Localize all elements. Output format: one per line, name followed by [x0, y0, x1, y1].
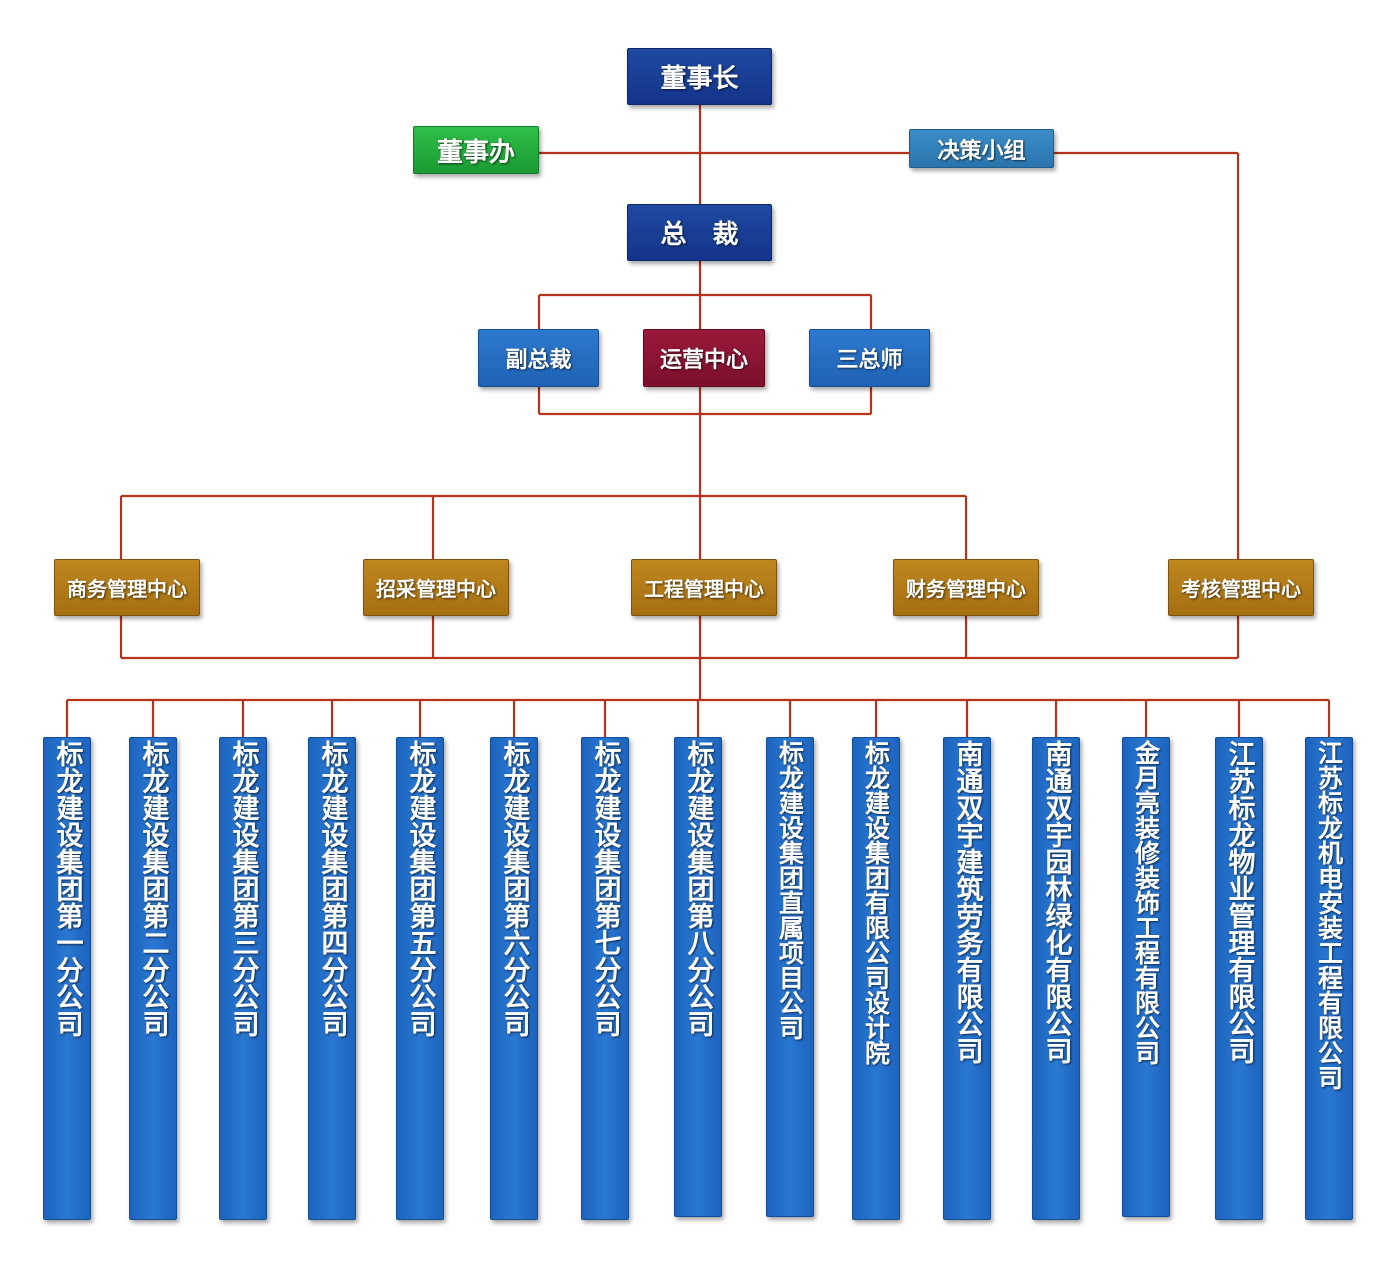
company-box-1: 标龙建设集团第一分公司: [43, 737, 91, 1220]
chairman-box: 董事长: [627, 48, 772, 105]
company-box-8: 标龙建设集团第八分公司: [674, 737, 722, 1217]
company-box-13: 金月亮装修装饰工程有限公司: [1122, 737, 1170, 1217]
operations-center-box: 运营中心: [643, 329, 765, 387]
assessment-center-box: 考核管理中心: [1168, 559, 1314, 616]
vice-president-box: 副总裁: [478, 329, 599, 387]
board-office-box: 董事办: [413, 126, 539, 174]
company-box-2: 标龙建设集团第二分公司: [129, 737, 177, 1220]
company-box-6: 标龙建设集团第六分公司: [490, 737, 538, 1220]
company-box-7: 标龙建设集团第七分公司: [581, 737, 629, 1220]
procurement-center-box: 招采管理中心: [363, 559, 509, 616]
company-box-5: 标龙建设集团第五分公司: [396, 737, 444, 1220]
company-box-14: 江苏标龙物业管理有限公司: [1215, 737, 1263, 1220]
company-box-12: 南通双宇园林绿化有限公司: [1032, 737, 1080, 1220]
company-box-9: 标龙建设集团直属项目公司: [766, 737, 814, 1217]
business-center-box: 商务管理中心: [54, 559, 200, 616]
company-box-11: 南通双宇建筑劳务有限公司: [943, 737, 991, 1220]
engineering-center-box: 工程管理中心: [631, 559, 777, 616]
company-box-15: 江苏标龙机电安装工程有限公司: [1305, 737, 1353, 1220]
company-box-3: 标龙建设集团第三分公司: [219, 737, 267, 1220]
decision-group-box: 决策小组: [909, 129, 1054, 168]
finance-center-box: 财务管理中心: [893, 559, 1039, 616]
company-box-10: 标龙建设集团有限公司设计院: [852, 737, 900, 1220]
three-chiefs-box: 三总师: [809, 329, 930, 387]
president-box: 总 裁: [627, 204, 772, 261]
company-box-4: 标龙建设集团第四分公司: [308, 737, 356, 1220]
